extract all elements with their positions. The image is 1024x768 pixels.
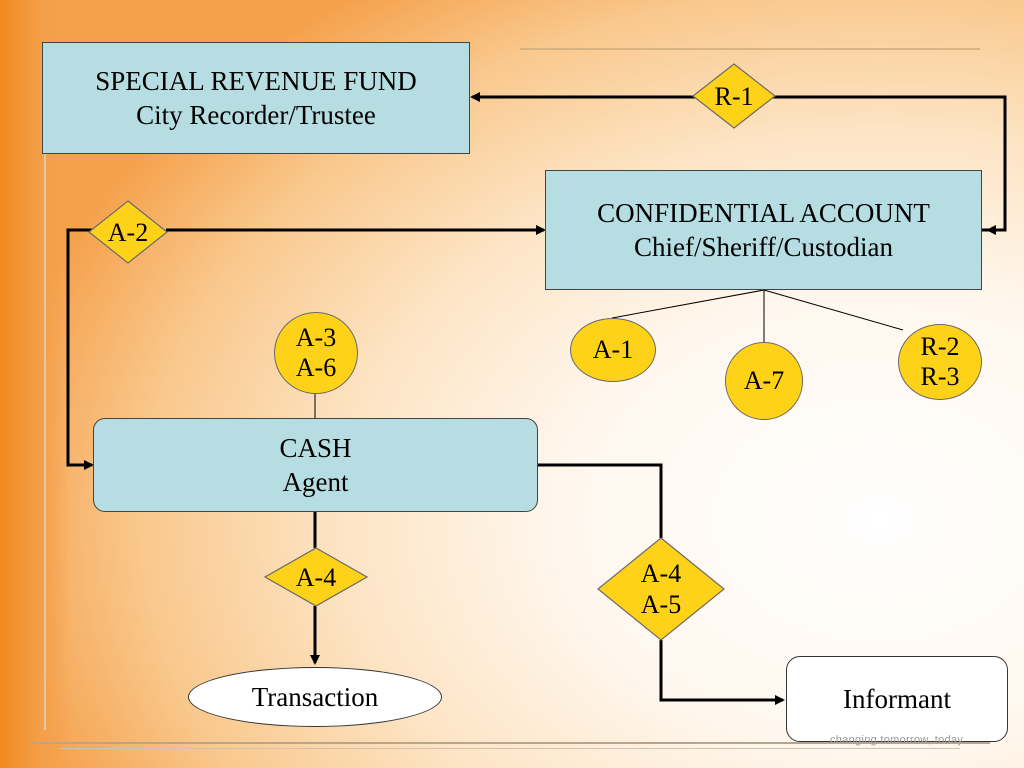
- diamond-a4-a5-line2: A-5: [640, 590, 682, 619]
- circle-a3-a6-line1: A-3: [295, 323, 337, 352]
- connector-a2-to-cash: [66, 228, 94, 470]
- informant-node: Informant: [786, 656, 1008, 742]
- confidential-account-subtitle: Chief/Sheriff/Custodian: [634, 232, 893, 262]
- special-revenue-fund-subtitle: City Recorder/Trustee: [136, 100, 376, 130]
- diamond-a4-a5-line1: A-4: [640, 559, 682, 588]
- tree-line-a1: [611, 289, 765, 319]
- special-revenue-fund-title: SPECIAL REVENUE FUND: [95, 66, 417, 96]
- circle-a7-label: A-7: [743, 366, 785, 395]
- circle-a7: A-7: [725, 342, 803, 420]
- tree-line-r2r3: [763, 289, 904, 331]
- connector-cash-to-a4a5: [538, 463, 663, 538]
- informant-label: Informant: [843, 683, 951, 714]
- diamond-r1-label: R-1: [714, 81, 754, 111]
- diamond-a4: A-4: [264, 547, 368, 607]
- decorative-bottom-line: [30, 742, 990, 744]
- circle-a3-a6-line2: A-6: [295, 353, 337, 382]
- footer-tagline: changing tomorrow, today.: [830, 734, 966, 746]
- connector-a4a5-to-informant: [659, 640, 785, 705]
- decorative-vertical-line: [44, 120, 46, 730]
- confidential-account-title: CONFIDENTIAL ACCOUNT: [597, 198, 930, 228]
- special-revenue-fund-box: SPECIAL REVENUE FUND City Recorder/Trust…: [42, 42, 470, 154]
- diamond-a4-label: A-4: [295, 562, 337, 592]
- circle-r2-r3: R-2 R-3: [898, 324, 982, 400]
- circle-a3-a6: A-3 A-6: [274, 312, 358, 394]
- circle-a1: A-1: [570, 318, 656, 382]
- confidential-account-box: CONFIDENTIAL ACCOUNT Chief/Sheriff/Custo…: [545, 170, 982, 290]
- cash-box: CASH Agent: [93, 418, 538, 512]
- diamond-a2-label: A-2: [107, 217, 149, 247]
- circle-r2-r3-line2: R-3: [920, 362, 960, 391]
- diamond-a4-a5: A-4 A-5: [597, 537, 725, 641]
- diamond-a2: A-2: [88, 200, 168, 264]
- cash-title: CASH: [279, 433, 352, 463]
- circle-a1-label: A-1: [592, 335, 634, 364]
- decorative-top-line: [520, 48, 980, 50]
- transaction-label: Transaction: [251, 681, 379, 712]
- cash-subtitle: Agent: [282, 467, 349, 497]
- circle-r2-r3-line1: R-2: [920, 332, 960, 361]
- diamond-r1: R-1: [692, 63, 776, 129]
- decorative-bottom-line-thin: [60, 748, 960, 749]
- transaction-node: Transaction: [188, 667, 442, 727]
